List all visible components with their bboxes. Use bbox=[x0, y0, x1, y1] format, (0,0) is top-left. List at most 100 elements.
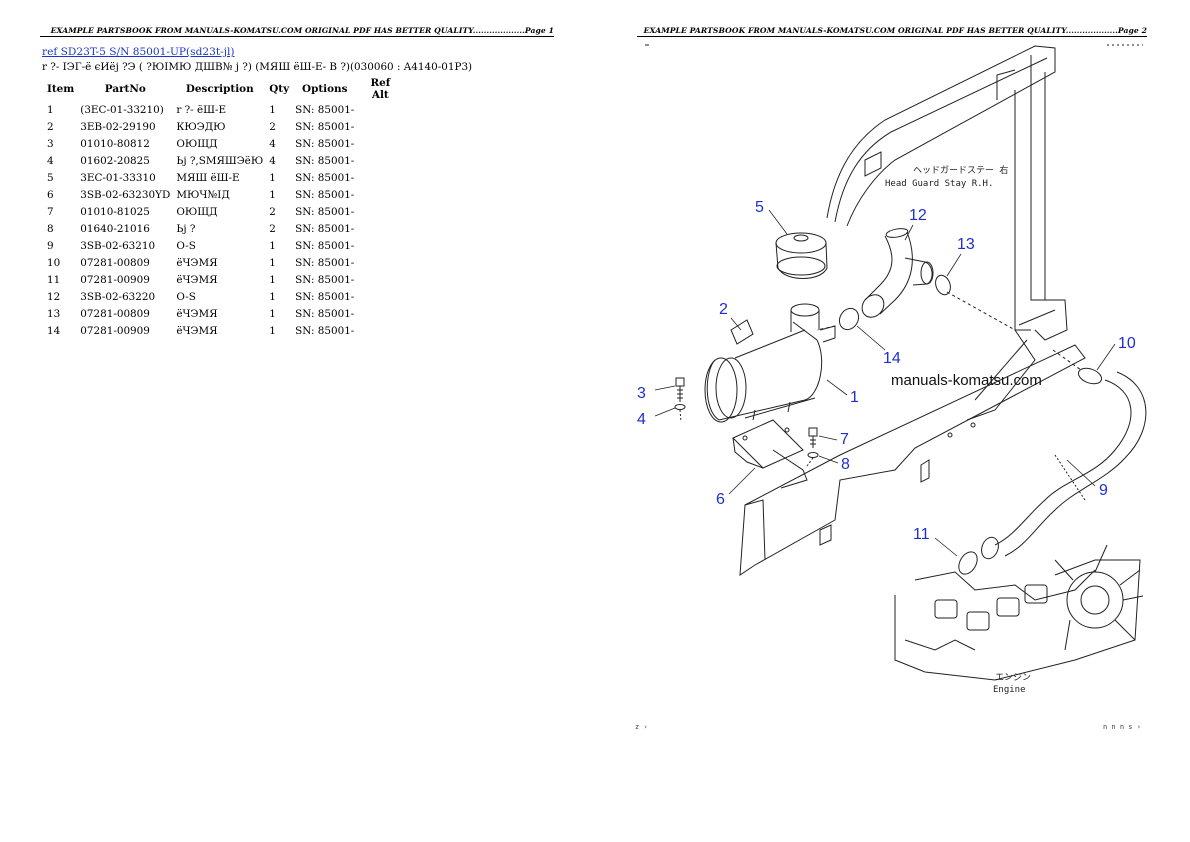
page-2: EXAMPLE PARTSBOOK FROM MANUALS-KOMATSU.C… bbox=[595, 0, 1190, 842]
engine-label-jp: エンジン bbox=[995, 673, 1031, 683]
page-1-header: EXAMPLE PARTSBOOK FROM MANUALS-KOMATSU.C… bbox=[40, 26, 554, 37]
ref-alt-cell bbox=[357, 186, 403, 203]
options-cell: SN: 85001- bbox=[295, 307, 355, 320]
qty-cell: 1 bbox=[269, 256, 276, 269]
ref-alt-cell bbox=[357, 322, 403, 339]
options-cell: SN: 85001- bbox=[295, 290, 355, 303]
description-cell: O-S bbox=[176, 290, 196, 303]
partno-cell: 3SB-02-63210 bbox=[80, 239, 156, 252]
section-subtitle: r ?- IЭГ-ё єИёј ?Э ( ?ЮIМЮ ДШВ№ ј ?) (МЯ… bbox=[42, 61, 473, 73]
ref-alt-cell bbox=[357, 135, 403, 152]
options-cell: SN: 85001- bbox=[295, 205, 355, 218]
ref-alt-cell bbox=[357, 220, 403, 237]
description-cell: Ьј ? bbox=[176, 222, 196, 235]
callout-7: 7 bbox=[840, 431, 849, 448]
frame-rail bbox=[739, 344, 1086, 576]
bolt-washer-left bbox=[674, 377, 686, 423]
qty-cell: 1 bbox=[269, 103, 276, 116]
description-cell: ОЮЩД bbox=[176, 205, 218, 218]
item-cell: 6 bbox=[47, 188, 54, 201]
partno-cell: 3SB-02-63220 bbox=[80, 290, 156, 303]
air-filter-cap bbox=[775, 232, 828, 279]
air-cleaner-body bbox=[704, 303, 836, 423]
partno-cell: 07281-00909 bbox=[80, 273, 150, 286]
model-reference-link[interactable]: ref SD23T-5 S/N 85001-UP(sd23t-jl) bbox=[42, 46, 235, 58]
callout-5: 5 bbox=[755, 199, 764, 216]
hose-clamp-10 bbox=[1077, 367, 1103, 385]
options-cell: SN: 85001- bbox=[295, 103, 355, 116]
leader-dash bbox=[946, 291, 1016, 331]
description-cell: O-S bbox=[176, 239, 196, 252]
partno-cell: 3EB-02-29190 bbox=[80, 120, 156, 133]
options-cell: SN: 85001- bbox=[295, 273, 355, 286]
description-cell: ёЧЭМЯ bbox=[176, 324, 218, 337]
callout-12: 12 bbox=[909, 207, 927, 224]
callout-13: 13 bbox=[957, 236, 975, 253]
item-cell: 13 bbox=[47, 307, 61, 320]
callout-1: 1 bbox=[850, 389, 859, 406]
ref-alt-cell bbox=[357, 271, 403, 288]
qty-cell: 1 bbox=[269, 324, 276, 337]
item-cell: 10 bbox=[47, 256, 61, 269]
qty-cell: 1 bbox=[269, 290, 276, 303]
engine-label-en: Engine bbox=[993, 685, 1026, 695]
callout-10: 10 bbox=[1118, 335, 1136, 352]
qty-cell: 2 bbox=[269, 205, 276, 218]
qty-cell: 2 bbox=[269, 120, 276, 133]
description-cell: КЮЭДЮ bbox=[176, 120, 226, 133]
options-cell: SN: 85001- bbox=[295, 188, 355, 201]
mounting-bracket bbox=[732, 419, 808, 489]
qty-cell: 1 bbox=[269, 307, 276, 320]
qty-cell: 4 bbox=[269, 154, 276, 167]
intake-hose bbox=[861, 228, 934, 318]
footer-mark-left: z › bbox=[635, 723, 648, 731]
engine-outline bbox=[894, 544, 1144, 681]
description-cell: МЯШ ёШ-Е bbox=[176, 171, 240, 184]
parts-table: Item PartNo Description Qty Options Ref … bbox=[44, 77, 403, 339]
partno-cell: 01640-21016 bbox=[80, 222, 150, 235]
item-cell: 9 bbox=[47, 239, 54, 252]
ref-alt-cell bbox=[357, 305, 403, 322]
qty-cell: 4 bbox=[269, 137, 276, 150]
ref-alt-cell bbox=[357, 288, 403, 305]
item-cell: 12 bbox=[47, 290, 61, 303]
col-qty: Qty bbox=[269, 83, 290, 95]
bolt-washer-right bbox=[806, 427, 819, 467]
col-options: Options bbox=[302, 83, 348, 95]
callout-6: 6 bbox=[716, 491, 725, 508]
page-1: EXAMPLE PARTSBOOK FROM MANUALS-KOMATSU.C… bbox=[40, 26, 554, 339]
item-cell: 3 bbox=[47, 137, 54, 150]
description-cell: Ьј ?,SМЯШЭёЮ bbox=[176, 154, 264, 167]
col-description: Description bbox=[185, 83, 254, 95]
item-cell: 5 bbox=[47, 171, 54, 184]
col-item: Item bbox=[47, 83, 75, 95]
qty-cell: 1 bbox=[269, 239, 276, 252]
exploded-parts-diagram: ヘッドガードステー 右 Head Guard Stay R.H. エンジン En… bbox=[635, 44, 1147, 731]
partno-cell: 3EC-01-33310 bbox=[80, 171, 156, 184]
ref-alt-cell bbox=[357, 169, 403, 186]
table-header-row: Item PartNo Description Qty Options Ref … bbox=[44, 77, 403, 101]
partno-cell: 3SB-02-63230YD bbox=[80, 188, 171, 201]
callout-2: 2 bbox=[719, 301, 728, 318]
partno-cell: 01602-20825 bbox=[80, 154, 150, 167]
description-cell: МЮЧ№IД bbox=[176, 188, 230, 201]
partno-cell: 07281-00809 bbox=[80, 307, 150, 320]
watermark-text: manuals-komatsu.com bbox=[891, 372, 1042, 389]
ref-link[interactable]: ref SD23T-5 S/N 85001-UP(sd23t-jl) bbox=[42, 46, 235, 58]
qty-cell: 1 bbox=[269, 171, 276, 184]
ref-alt-cell bbox=[357, 237, 403, 254]
ref-alt-cell bbox=[357, 203, 403, 220]
qty-cell: 1 bbox=[269, 273, 276, 286]
options-cell: SN: 85001- bbox=[295, 222, 355, 235]
item-cell: 2 bbox=[47, 120, 54, 133]
hose-clamp-14 bbox=[838, 307, 860, 331]
long-hose bbox=[981, 371, 1147, 560]
